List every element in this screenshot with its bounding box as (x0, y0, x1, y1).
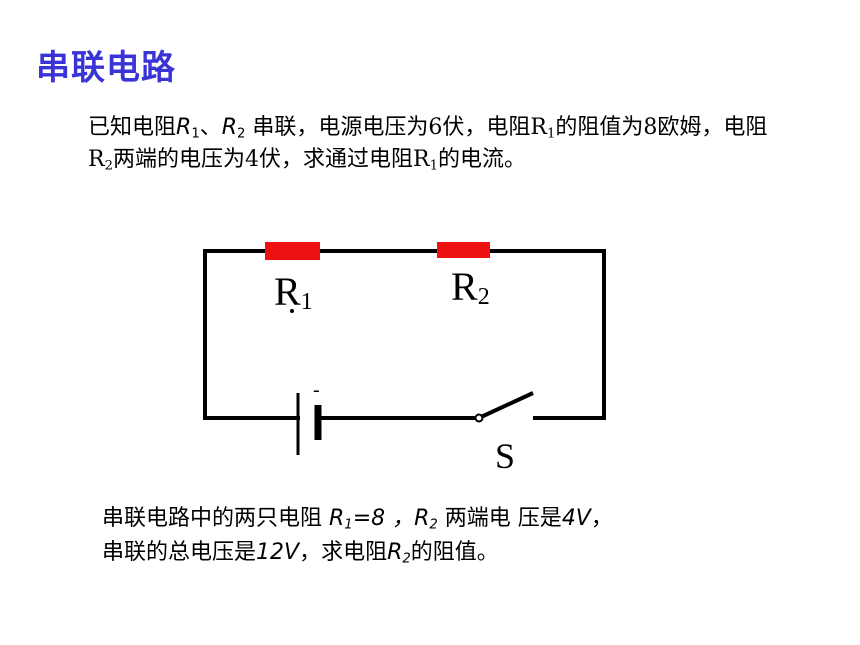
resistor-r1 (265, 242, 320, 260)
label-r1: R1 (274, 269, 313, 315)
battery-minus-label: - (313, 379, 320, 401)
label-r2: R2 (451, 264, 490, 310)
slide-title: 串联电路 (36, 48, 176, 88)
problem-2-text: 串联电路中的两只电阻 R1=8 ，R2 两端电 压是4V，串联的总电压是12V，… (102, 506, 613, 567)
label-switch: S (495, 436, 515, 476)
resistor-r2 (437, 242, 490, 258)
switch-lever (480, 391, 534, 419)
label-r1-dot (290, 309, 294, 313)
problem-1-text: 已知电阻R1、R2 串联，电源电压为6伏，电阻R1的阻值为8欧姆，电阻R2两端的… (88, 115, 768, 174)
